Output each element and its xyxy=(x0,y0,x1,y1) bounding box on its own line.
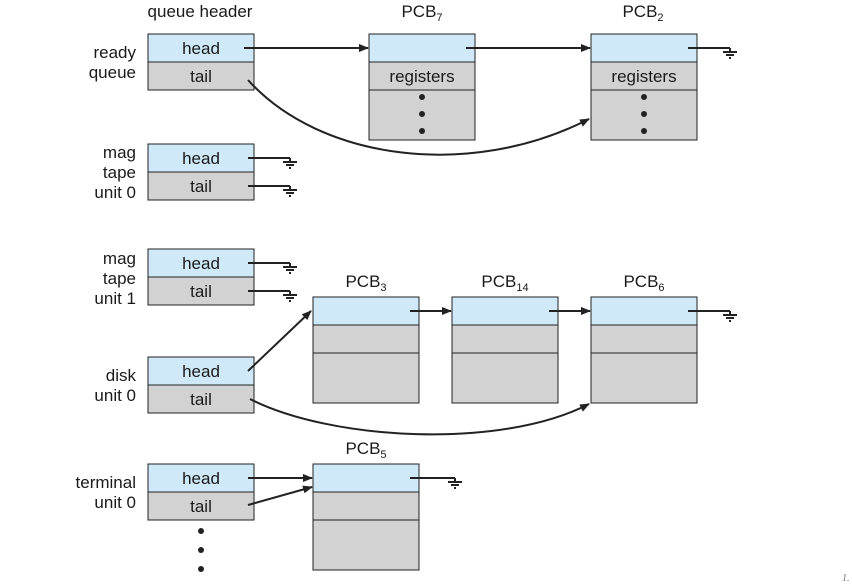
head-label: head xyxy=(182,254,220,273)
pcb-3: PCB3 xyxy=(312,272,420,404)
pcb-pointer-cell xyxy=(312,463,420,493)
mag-tape-0-label-line3: unit 0 xyxy=(94,183,136,202)
terminal-unit-0-header: terminal unit 0 head tail xyxy=(76,463,255,521)
pcb-7-registers-label: registers xyxy=(389,67,454,86)
mag-tape-1-label-line3: unit 1 xyxy=(94,289,136,308)
mag-tape-1-label-line1: mag xyxy=(103,249,136,268)
null-ground-icon xyxy=(248,290,297,302)
pcb-2-title: PCB2 xyxy=(622,2,663,24)
mag-tape-unit-1-header: mag tape unit 1 head tail xyxy=(94,248,255,308)
pcb-6-title-base: PCB xyxy=(623,272,658,291)
terminal-label-line2: unit 0 xyxy=(94,493,136,512)
pcb-body-cell xyxy=(312,352,420,404)
arrow-disk-tail-to-pcb6 xyxy=(249,398,590,436)
pcb-14-title-sub: 14 xyxy=(516,282,528,294)
head-label: head xyxy=(182,39,220,58)
terminal-label-line1: terminal xyxy=(76,473,136,492)
pcb-7-title: PCB7 xyxy=(401,2,442,24)
disk-unit-0-header: disk unit 0 head tail xyxy=(94,356,255,414)
watermark: 1. xyxy=(842,573,850,584)
pcb-6-title-sub: 6 xyxy=(658,282,664,294)
tail-cell xyxy=(147,276,255,306)
disk-label-line2: unit 0 xyxy=(94,386,136,405)
null-pointers xyxy=(248,47,737,489)
pcb-registers-cell xyxy=(312,324,420,354)
null-ground-icon xyxy=(248,157,297,169)
pcb-14-title: PCB14 xyxy=(481,272,528,294)
arrow-ready-tail-to-pcb2 xyxy=(247,79,590,156)
pcb-3-title: PCB3 xyxy=(345,272,386,294)
tail-cell xyxy=(147,61,255,91)
tail-label: tail xyxy=(190,67,212,86)
tail-label: tail xyxy=(190,177,212,196)
tail-cell xyxy=(147,384,255,414)
pointer-arrows xyxy=(244,44,591,506)
pcb-7: PCB7 registers xyxy=(368,2,476,141)
mag-tape-unit-0-header: mag tape unit 0 head tail xyxy=(94,143,255,202)
tail-label: tail xyxy=(190,390,212,409)
null-ground-icon xyxy=(248,262,297,274)
pcb-7-title-sub: 7 xyxy=(436,12,442,24)
mag-tape-1-label-line2: tape xyxy=(103,269,136,288)
pcb-pointer-cell xyxy=(590,296,698,326)
pcb-5-title-base: PCB xyxy=(345,439,380,458)
pcb-registers-cell xyxy=(451,324,559,354)
pcb-body-cell xyxy=(312,519,420,571)
pcb-2-title-sub: 2 xyxy=(657,12,663,24)
pcb-pointer-cell xyxy=(451,296,559,326)
pcb-3-title-sub: 3 xyxy=(380,282,386,294)
tail-label: tail xyxy=(190,282,212,301)
pcb-5-title-sub: 5 xyxy=(380,449,386,461)
pcb-6: PCB6 xyxy=(590,272,698,404)
null-ground-icon xyxy=(248,185,297,197)
null-ground-icon xyxy=(688,47,737,59)
pcb-body-cell xyxy=(451,352,559,404)
pcb-2-registers-label: registers xyxy=(611,67,676,86)
arrow-disk-head-to-pcb3 xyxy=(247,310,312,372)
pcb-pointer-cell xyxy=(312,296,420,326)
null-ground-icon xyxy=(688,310,737,322)
head-label: head xyxy=(182,469,220,488)
pcb-5: PCB5 xyxy=(312,439,420,571)
tail-label: tail xyxy=(190,497,212,516)
pcb-body-cell xyxy=(590,352,698,404)
head-label: head xyxy=(182,149,220,168)
disk-label-line1: disk xyxy=(106,366,137,385)
pcb-registers-cell xyxy=(312,491,420,521)
ready-queue-header: ready queue head tail xyxy=(89,33,255,91)
pcb-6-title: PCB6 xyxy=(623,272,664,294)
pcb-2-title-base: PCB xyxy=(622,2,657,21)
pcb-registers-cell xyxy=(590,324,698,354)
pcb-pointer-cell xyxy=(368,33,476,63)
pcb-14: PCB14 xyxy=(451,272,559,404)
mag-tape-0-label-line1: mag xyxy=(103,143,136,162)
pcb-5-title: PCB5 xyxy=(345,439,386,461)
pcb-3-title-base: PCB xyxy=(345,272,380,291)
more-queues-ellipsis xyxy=(198,528,204,572)
arrow-terminal-tail-to-pcb5 xyxy=(247,485,313,506)
pcb-14-title-base: PCB xyxy=(481,272,516,291)
pcb-pointer-cell xyxy=(590,33,698,63)
mag-tape-0-label-line2: tape xyxy=(103,163,136,182)
pcb-registers-cell xyxy=(368,61,476,91)
head-label: head xyxy=(182,362,220,381)
null-ground-icon xyxy=(410,477,462,489)
ready-queue-label-line1: ready xyxy=(93,43,136,62)
pcb-2: PCB2 registers xyxy=(590,2,698,141)
pcb-7-title-base: PCB xyxy=(401,2,436,21)
ready-queue-label-line2: queue xyxy=(89,63,136,82)
tail-cell xyxy=(147,491,255,521)
head-cell xyxy=(147,33,255,63)
queue-header-title: queue header xyxy=(148,2,253,21)
